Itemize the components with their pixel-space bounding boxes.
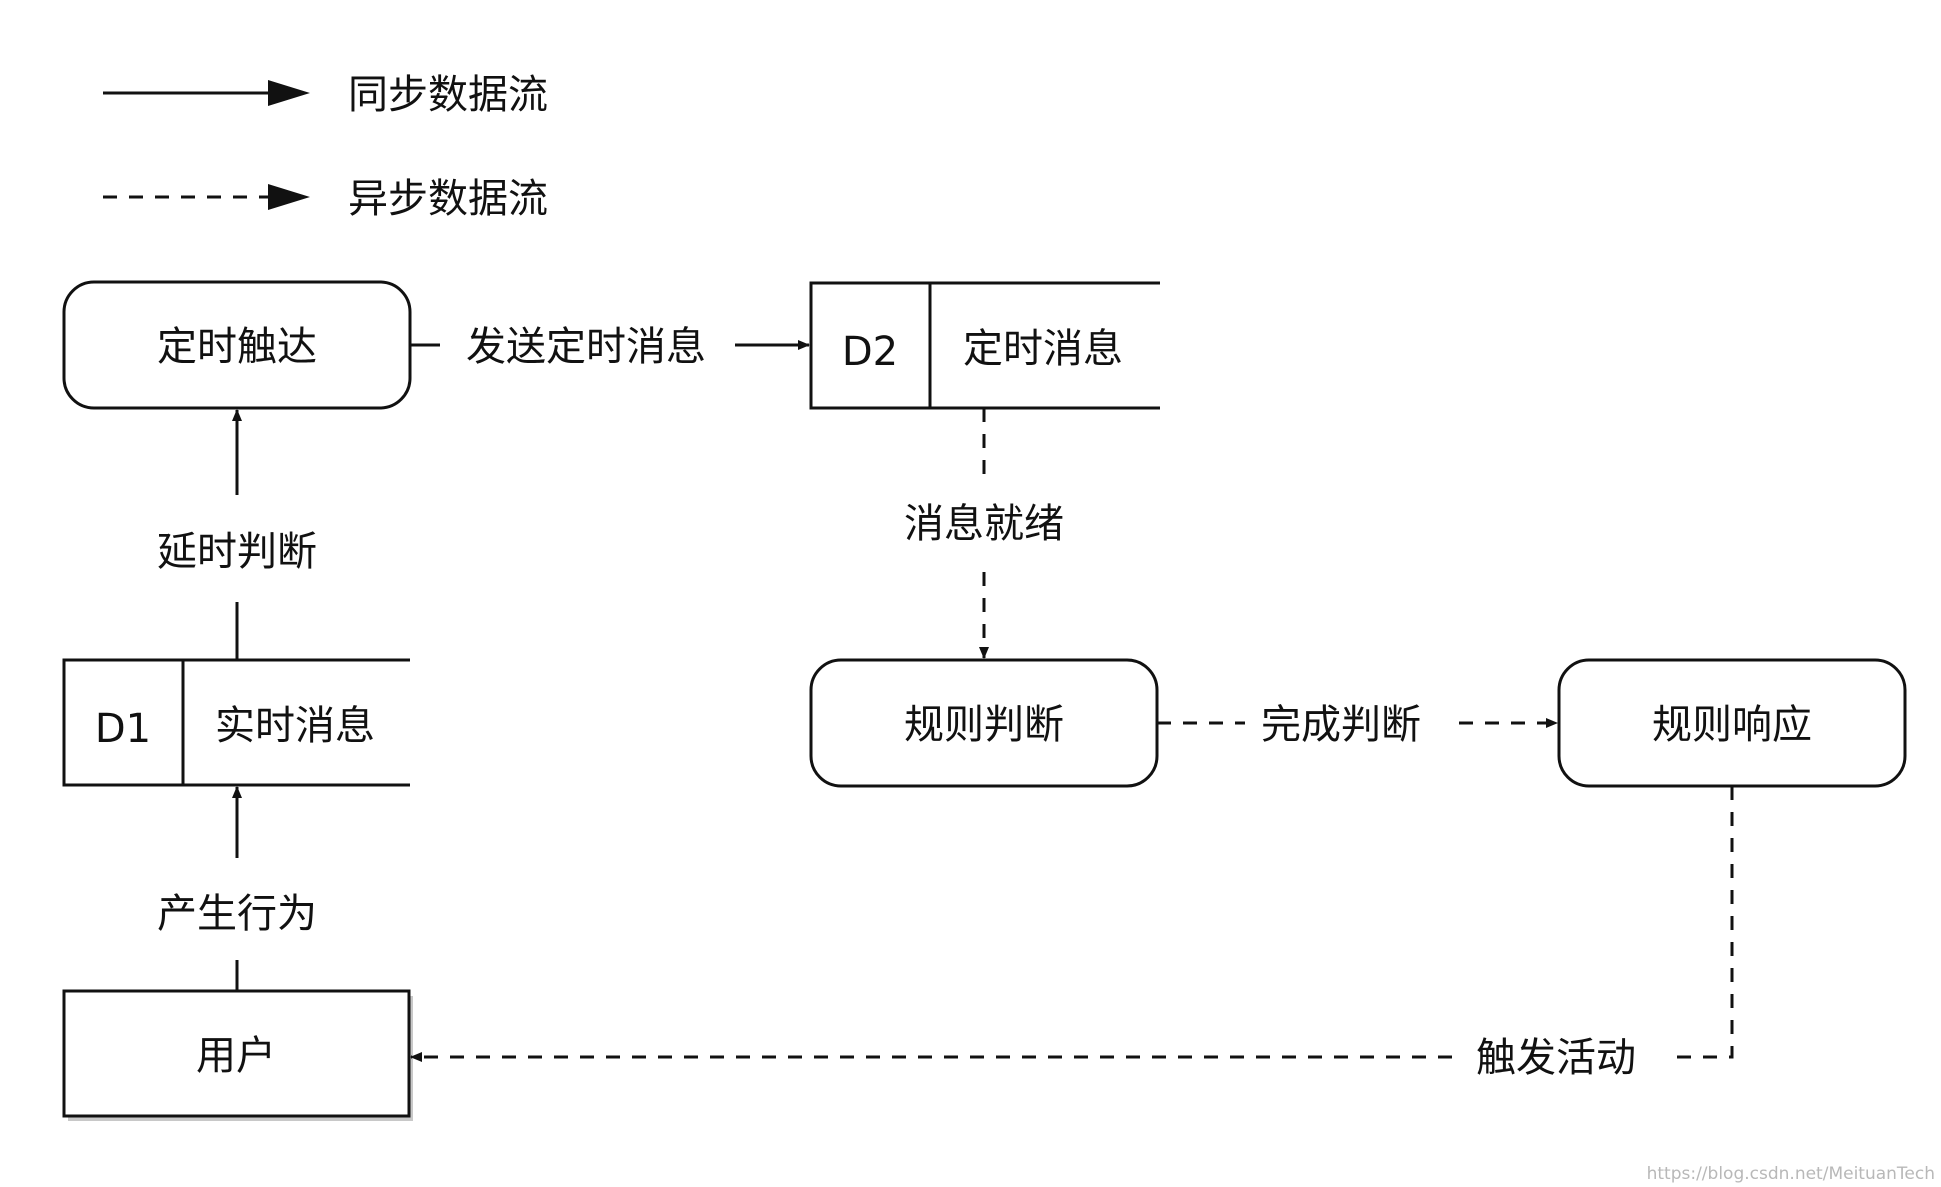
- edge-send-timed-message-label: 发送定时消息: [466, 324, 706, 370]
- process-rule-response-label: 规则响应: [1652, 702, 1812, 748]
- legend-sync-arrowhead: [268, 80, 310, 106]
- data-store-d1-id: D1: [95, 706, 151, 752]
- edge-message-ready: 消息就绪: [904, 408, 1064, 659]
- process-rule-response: 规则响应: [1557, 658, 1907, 788]
- process-rule-judgment-label: 规则判断: [904, 702, 1064, 748]
- data-store-d1: D1 实时消息: [62, 658, 410, 787]
- legend-sync-label: 同步数据流: [348, 72, 548, 118]
- data-store-d2-id: D2: [842, 329, 898, 375]
- edge-generate-behavior-label: 产生行为: [157, 891, 317, 937]
- legend-async-label: 异步数据流: [348, 176, 548, 222]
- edge-complete-judgment: 完成判断: [1157, 702, 1558, 748]
- process-timed-reach: 定时触达: [62, 280, 412, 410]
- edge-send-timed-message: 发送定时消息: [410, 324, 810, 370]
- process-rule-judgment: 规则判断: [809, 658, 1159, 788]
- watermark-text: https://blog.csdn.net/MeituanTech: [1647, 1164, 1935, 1184]
- entity-user: 用户: [62, 989, 413, 1121]
- edge-complete-judgment-label: 完成判断: [1261, 702, 1421, 748]
- legend-async-arrowhead: [268, 184, 310, 210]
- legend: 同步数据流 异步数据流: [103, 72, 548, 222]
- edge-trigger-activity-label: 触发活动: [1476, 1035, 1636, 1081]
- edge-delay-judgment-label: 延时判断: [157, 529, 317, 575]
- data-store-d1-label: 实时消息: [215, 703, 375, 749]
- data-store-d2-label: 定时消息: [963, 326, 1123, 372]
- entity-user-label: 用户: [196, 1033, 276, 1079]
- edge-trigger-activity: 触发活动: [410, 786, 1734, 1081]
- process-timed-reach-label: 定时触达: [157, 324, 317, 370]
- data-store-d2: D2 定时消息: [809, 281, 1160, 410]
- edge-message-ready-label: 消息就绪: [904, 501, 1064, 547]
- edge-delay-judgment: 延时判断: [157, 409, 317, 660]
- edge-generate-behavior: 产生行为: [157, 786, 317, 991]
- edge-trigger-activity-line-a: [1665, 786, 1734, 1059]
